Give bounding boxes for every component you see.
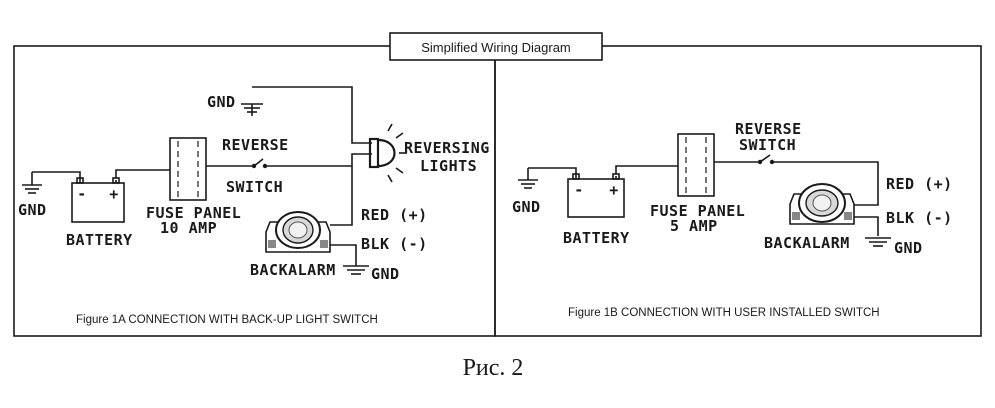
battery-plus-1b: +	[609, 181, 619, 199]
ground-symbol-alarm-1b	[865, 237, 891, 247]
figure-1a: GND - + BATTERY FUSE PANEL 10 AMP	[18, 86, 490, 326]
backalarm-1b	[789, 183, 855, 225]
gnd-top-1a: GND	[207, 93, 236, 111]
battery-1b: - +	[567, 173, 625, 218]
reversing-label-line2-1a: LIGHTS	[420, 157, 477, 175]
ground-symbol-top-1a	[241, 103, 263, 116]
battery-label-1a: BATTERY	[66, 231, 133, 249]
fuse-label-line2-1a: 10 AMP	[160, 219, 217, 237]
ground-symbol-alarm-1a	[343, 258, 369, 275]
red-label-1a: RED (+)	[361, 206, 428, 224]
gnd-alarm-1b: GND	[894, 239, 923, 257]
reversing-label-line1-1a: REVERSING	[404, 139, 490, 157]
ground-symbol-left-1a	[22, 172, 42, 194]
fuse-label-line1-1a: FUSE PANEL	[146, 204, 241, 222]
blk-label-1b: BLK (-)	[886, 209, 953, 227]
battery-plus-1a: +	[109, 185, 119, 203]
reverse-switch-1a	[251, 158, 268, 169]
battery-minus-1a: -	[77, 185, 87, 203]
reverse-label-1a: REVERSE	[222, 136, 289, 154]
frame-1b	[494, 45, 982, 337]
fuse-label-line1-1b: FUSE PANEL	[650, 202, 745, 220]
backalarm-label-1a: BACKALARM	[250, 261, 336, 279]
gnd-left-1a: GND	[18, 201, 47, 219]
gnd-alarm-1a: GND	[371, 265, 400, 283]
switch-label-1b: SWITCH	[739, 136, 796, 154]
reverse-label-1b: REVERSE	[735, 120, 802, 138]
reversing-light-1a	[368, 123, 407, 183]
battery-label-1b: BATTERY	[563, 229, 630, 247]
title-box	[389, 32, 603, 61]
battery-1a: - +	[71, 177, 125, 223]
ground-symbol-left-1b	[518, 168, 538, 189]
caption-1a: Figure 1A CONNECTION WITH BACK-UP LIGHT …	[76, 314, 378, 326]
blk-label-1a: BLK (-)	[361, 235, 428, 253]
gnd-left-1b: GND	[512, 198, 541, 216]
backalarm-label-1b: BACKALARM	[764, 234, 850, 252]
fuse-panel-1a	[169, 137, 207, 201]
switch-label-1a: SWITCH	[226, 178, 283, 196]
backalarm-1a	[265, 211, 331, 253]
red-label-1b: RED (+)	[886, 175, 953, 193]
figure-1b: GND - + BATTERY FUSE PANEL 5 AMP	[512, 120, 953, 319]
caption-1b: Figure 1B CONNECTION WITH USER INSTALLED…	[568, 307, 880, 319]
fuse-label-line2-1b: 5 AMP	[670, 217, 718, 235]
reverse-switch-1b	[757, 154, 775, 165]
battery-minus-1b: -	[574, 181, 584, 199]
figure-footer: Рис. 2	[463, 355, 524, 381]
fuse-panel-1b	[677, 133, 715, 197]
diagram-title: Simplified Wiring Diagram	[421, 40, 571, 55]
